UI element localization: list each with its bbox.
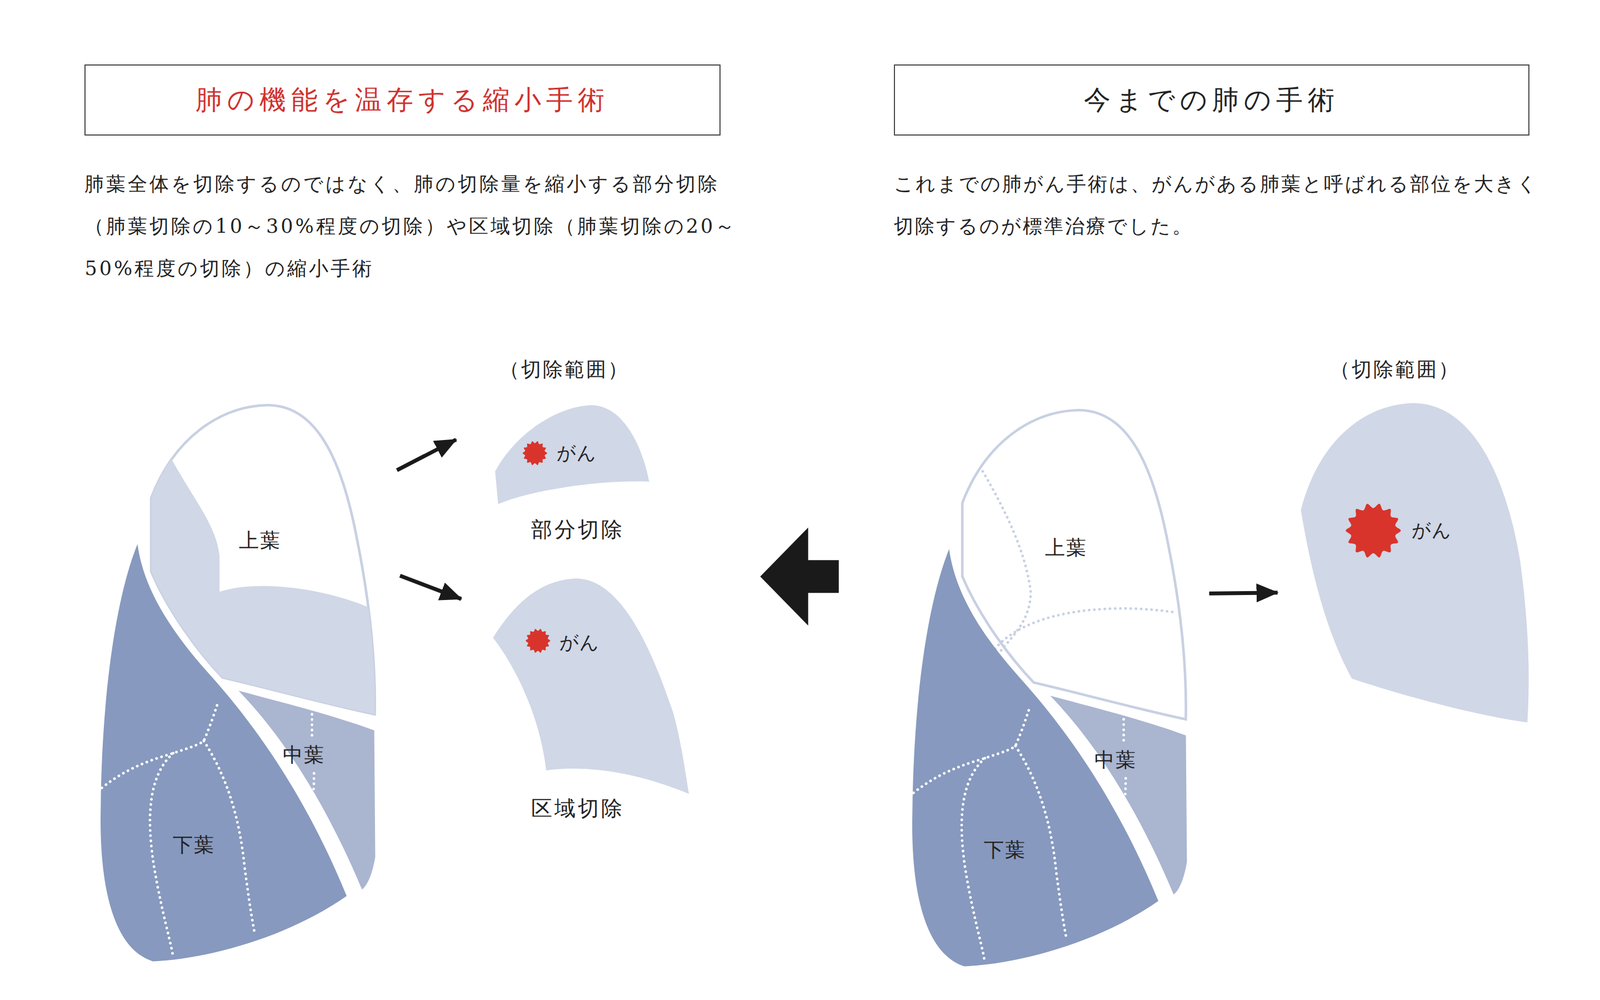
lobe-boundary (150, 752, 174, 957)
direction-arrow (760, 527, 839, 626)
heading-text: 肺の機能を温存する縮小手術 (195, 82, 610, 118)
tumor-label: がん (556, 440, 597, 467)
shape-group (1301, 403, 1529, 723)
resected-piece: がん (1297, 400, 1533, 727)
lobe-name: 上葉 (238, 527, 282, 555)
lobe-boundary (982, 471, 1031, 659)
tumor-mark (522, 441, 547, 465)
tumor-label: がん (559, 630, 600, 656)
shape-group (912, 548, 1159, 967)
resected-piece: がん区域切除 (490, 574, 693, 797)
range-caption: （切除範囲） (1330, 355, 1460, 383)
resected-piece: がん部分切除 (490, 401, 654, 509)
shape-group (492, 578, 689, 794)
tumor-mark (525, 628, 550, 653)
procedure-caption: 部分切除 (531, 515, 625, 544)
resected-shape (1301, 403, 1529, 723)
tumor-label: がん (1411, 517, 1452, 544)
tumor-mark (1346, 503, 1402, 558)
lobe-name: 中葉 (282, 741, 325, 769)
lobe-boundary (311, 703, 314, 737)
lower-lobe-shape (912, 548, 1159, 967)
description-text: これまでの肺がん手術は、がんがある肺葉と呼ばれる部位を大きく切除するのが標準治療… (893, 162, 1548, 248)
lobe-name: 下葉 (983, 836, 1027, 864)
connector-arrow (400, 575, 462, 599)
lobe-boundary (311, 773, 315, 817)
lobe-boundary (961, 758, 985, 963)
lobe-boundary (1122, 709, 1125, 743)
shape-art (490, 574, 693, 797)
connector-arrow (1209, 592, 1278, 594)
heading-box: 肺の機能を温存する縮小手術 (84, 64, 720, 137)
heading-text: 今までの肺の手術 (1083, 82, 1340, 118)
lobe-boundary (913, 707, 1030, 793)
lobe-boundary (991, 608, 1174, 653)
heading-box: 今までの肺の手術 (893, 64, 1530, 137)
lobe-boundary (102, 702, 219, 788)
lobe-name: 上葉 (1045, 534, 1088, 562)
resected-shape (492, 578, 689, 794)
resected-shape (495, 405, 649, 504)
shape-art (1297, 400, 1533, 727)
lobe-name: 下葉 (172, 831, 215, 859)
procedure-caption: 区域切除 (531, 793, 625, 823)
lobe-boundary (1122, 778, 1126, 822)
lower-lobe-shape (101, 543, 348, 962)
shape-group (101, 543, 348, 962)
connector-arrow (396, 439, 457, 470)
description-text: 肺葉全体を切除するのではなく、肺の切除量を縮小する部分切除（肺葉切除の10～30… (84, 162, 738, 290)
shape-group (495, 405, 649, 504)
lobe-name: 中葉 (1094, 746, 1137, 774)
range-caption: （切除範囲） (499, 355, 630, 383)
